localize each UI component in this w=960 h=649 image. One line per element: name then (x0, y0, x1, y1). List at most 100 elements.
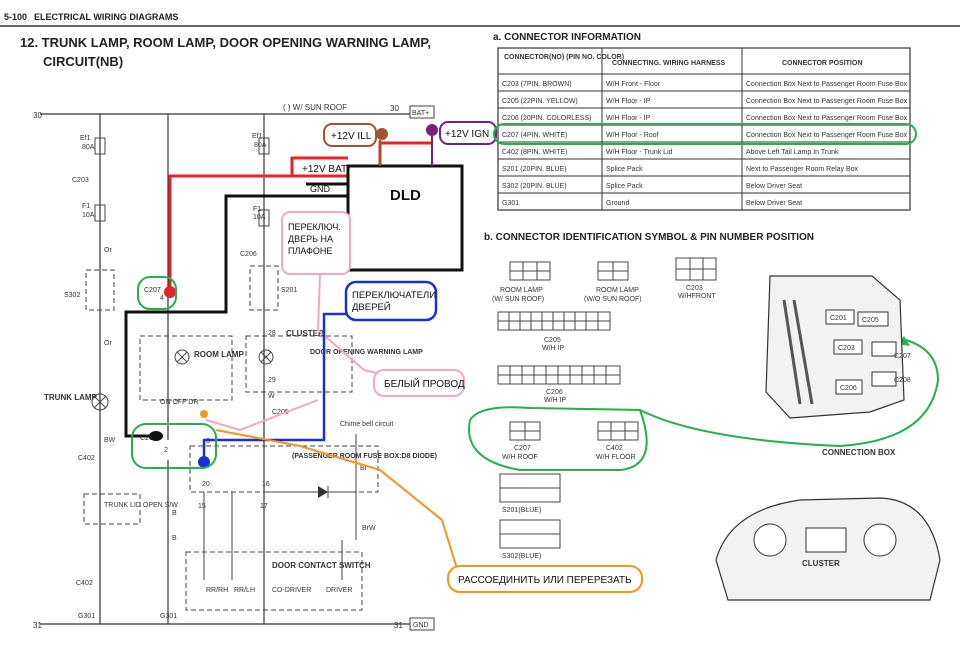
fuse-f1-left (94, 204, 106, 222)
c205-label: C205 (272, 409, 289, 416)
table-cell: W/H Floor - IP (606, 98, 651, 105)
box-c205: C205 (862, 317, 879, 324)
table-cell: G301 (502, 200, 519, 207)
pink-roof-box (281, 211, 351, 275)
ign12-label: +12V IGN (445, 129, 489, 140)
box-c206: C206 (840, 385, 857, 392)
bat12-label: +12V BAT (302, 164, 347, 175)
table-cell: W/H Front - Floor (606, 81, 661, 88)
table-cell: C207 (4PIN. WHITE) (502, 132, 567, 139)
c207-conn-label: C207 (140, 435, 157, 442)
blue-junction (198, 456, 210, 468)
room-lamp-nosunroof-label: ROOM LAMP(W/O SUN ROOF) (584, 287, 642, 303)
black-ground-wire (124, 194, 348, 438)
table-cell: Connection Box Next to Passenger Room Fu… (746, 132, 908, 139)
cluster-drawing (715, 497, 941, 601)
bat-wire (378, 141, 432, 166)
diode-d8 (318, 486, 328, 498)
trunk-lamp-bulb (91, 393, 109, 411)
wire-or-1: Or (104, 247, 112, 254)
fuse-ef1-left (94, 137, 106, 155)
rail-31-left: 31 (33, 621, 42, 630)
ident-title: b. CONNECTOR IDENTIFICATION SYMBOL & PIN… (484, 232, 814, 243)
connection-box-drawing (765, 275, 905, 419)
black-junction (149, 431, 163, 441)
table-cell: W/H Floor - Trunk Lid (606, 149, 673, 156)
wire-b-2: B (172, 535, 177, 542)
green-c207-row (493, 123, 917, 145)
pin-16: 16 (262, 481, 270, 488)
sunroof-label: ( ) W/ SUN ROOF (283, 103, 347, 112)
ill-terminal (376, 128, 388, 140)
chime-label: Chime bell circuit (340, 421, 393, 428)
g301b-label: G301 (160, 613, 177, 620)
pass-box-label: (PASSENGER ROOM FUSE BOX:D8 DIODE) (292, 453, 437, 460)
table-cell: Below Driver Seat (746, 183, 802, 190)
fuse-ef1-right-amp: 80A (254, 142, 267, 149)
table-rows: C203 (7PIN. BROWN) W/H Front - Floor Con… (502, 81, 908, 207)
disconnect-badge (447, 565, 643, 593)
table-cell: Above Left Tail Lamp In Trunk (746, 149, 839, 156)
diagram-title-2: CIRCUIT(NB) (43, 54, 123, 69)
trunk-lamp-label: TRUNK LAMP (44, 393, 98, 402)
box-c201: C201 (830, 315, 847, 322)
cluster-label: CLUSTER (286, 329, 324, 338)
room-lamp-box (139, 335, 233, 401)
dld-label: DLD (390, 187, 421, 204)
room-lamp-bulb (174, 349, 190, 365)
s201-label: S201 (281, 287, 297, 294)
switch-rr-rh: RR/RH (206, 587, 228, 594)
ill-badge (323, 123, 377, 147)
table-cell: W/H Floor - IP (606, 115, 651, 122)
table-cell: S302 (20PIN. BLUE) (502, 183, 567, 190)
rail-30-right: 30 (390, 104, 399, 113)
g301-label: G301 (78, 613, 95, 620)
table-cell: Next to Passenger Room Relay Box (746, 166, 859, 173)
c203-ident-label: C203 (686, 285, 703, 292)
dld-box (346, 164, 464, 272)
trunk-lid-switch (83, 493, 141, 525)
fuse-f1-right-label: F1 (253, 206, 261, 213)
table-cell: S201 (20PIN. BLUE) (502, 166, 567, 173)
s201-ident-label: S201(BLUE) (502, 507, 541, 514)
table-cell: Splice Pack (606, 183, 643, 190)
c402b-label: C402 (76, 580, 93, 587)
white-wire-label: БЕЛЫЙ ПРОВОД (384, 377, 465, 390)
wire-or-2: Or (104, 340, 112, 347)
wire-b-1: B (172, 510, 177, 517)
rail-30-left: 30 (33, 111, 42, 120)
room-lamp-switch-label: ON OFF DR (160, 399, 199, 406)
pin-29: 29 (268, 377, 276, 384)
table-cell: Below Driver Seat (746, 200, 802, 207)
c206-label: C206 (240, 251, 257, 258)
red-wire (168, 174, 348, 292)
green-c207-bottom (131, 423, 217, 469)
fuse-ef1-left-amp: 80A (82, 144, 95, 151)
th-connector: CONNECTOR(NO) (PIN NO. COLOR) (504, 54, 624, 61)
table-cell: C205 (22PIN. YELLOW) (502, 98, 578, 105)
box-c208: C208 (894, 377, 911, 384)
green-c207-top (137, 276, 177, 310)
switch-rr-lh: RR/LH (234, 587, 255, 594)
room-lamp-label: ROOM LAMP (194, 350, 244, 359)
pin-15: 15 (198, 503, 206, 510)
th-position: CONNECTOR POSITION (782, 60, 862, 67)
c203-ident-sub: W/HFRONT (678, 293, 716, 300)
connection-box-label: CONNECTION BOX (822, 448, 896, 457)
pin-4: 4 (160, 295, 164, 302)
page-ref: 5-100 (4, 12, 27, 22)
fuse-ef1-right-label: Ef1 (252, 133, 263, 140)
table-cell: C203 (7PIN. BROWN) (502, 81, 572, 88)
pin-17: 17 (260, 503, 268, 510)
pin-20: 20 (202, 481, 210, 488)
trunk-lid-label: TRUNK LID OPEN S/W (104, 502, 178, 509)
pin-2: 2 (164, 447, 168, 454)
green-c207-loop (469, 339, 940, 448)
fuse-ef1-left-label: Ef1 (80, 135, 91, 142)
table-cell: C402 (8PIN. WHITE) (502, 149, 567, 156)
c207-ident-sub: W/H ROOF (502, 454, 538, 461)
s302-ident-label: S302(BLUE) (502, 553, 541, 560)
cluster-box (245, 335, 353, 393)
